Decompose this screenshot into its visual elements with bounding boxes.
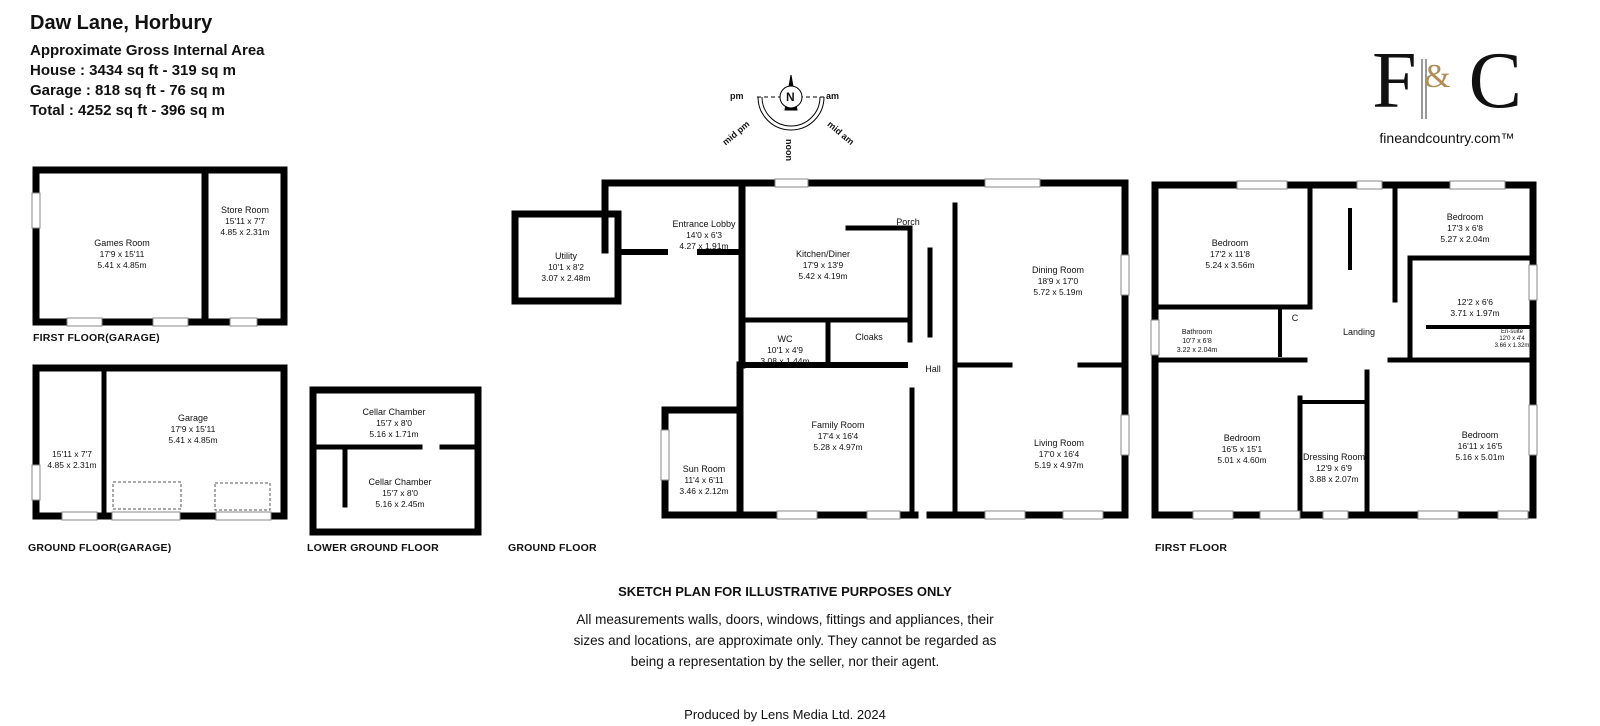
area-heading: Approximate Gross Internal Area [30,42,265,59]
garage-area: Garage : 818 sq ft - 76 sq m [30,82,226,99]
floor-label-lower-ground: LOWER GROUND FLOOR [307,542,439,554]
room-cloaks: Cloaks [855,332,883,342]
compass-north: N [786,90,795,104]
house-area: House : 3434 sq ft - 319 sq m [30,62,236,79]
room-hall: Hall [925,364,941,374]
room-cupboard: C [1291,313,1299,323]
disclaimer: SKETCH PLAN FOR ILLUSTRATIVE PURPOSES ON… [0,584,1570,672]
floor-label-garage-ground: GROUND FLOOR(GARAGE) [28,542,172,554]
garage-ground-floor-walls [32,364,288,520]
disclaimer-line-3: being a representation by the seller, no… [630,654,940,669]
room-landing: Landing [1342,327,1376,337]
floor-label-first: FIRST FLOOR [1155,542,1228,554]
property-title: Daw Lane, Horbury [30,12,213,34]
lower-ground-walls [309,386,482,536]
floor-label-ground: GROUND FLOOR [508,542,597,554]
credit: Produced by Lens Media Ltd. 2024 [684,707,886,722]
property-header: Daw Lane, Horbury Approximate Gross Inte… [30,12,265,121]
compass-am: am [826,91,840,101]
compass-noon: noon [784,139,794,161]
compass-icon [757,74,825,131]
total-area: Total : 4252 sq ft - 396 sq m [30,102,225,119]
disclaimer-line-1: All measurements walls, doors, windows, … [576,612,994,627]
compass-pm: pm [730,91,744,101]
logo-url: fineandcountry.com™ [1379,130,1515,146]
disclaimer-heading: SKETCH PLAN FOR ILLUSTRATIVE PURPOSES ON… [618,584,952,599]
garage-door-outlines [112,481,271,511]
garage-first-floor-walls [32,166,288,326]
room-porch: Porch [896,217,920,227]
disclaimer-line-2: sizes and locations, are approximate onl… [573,633,997,648]
floor-label-garage-first: FIRST FLOOR(GARAGE) [33,332,160,344]
